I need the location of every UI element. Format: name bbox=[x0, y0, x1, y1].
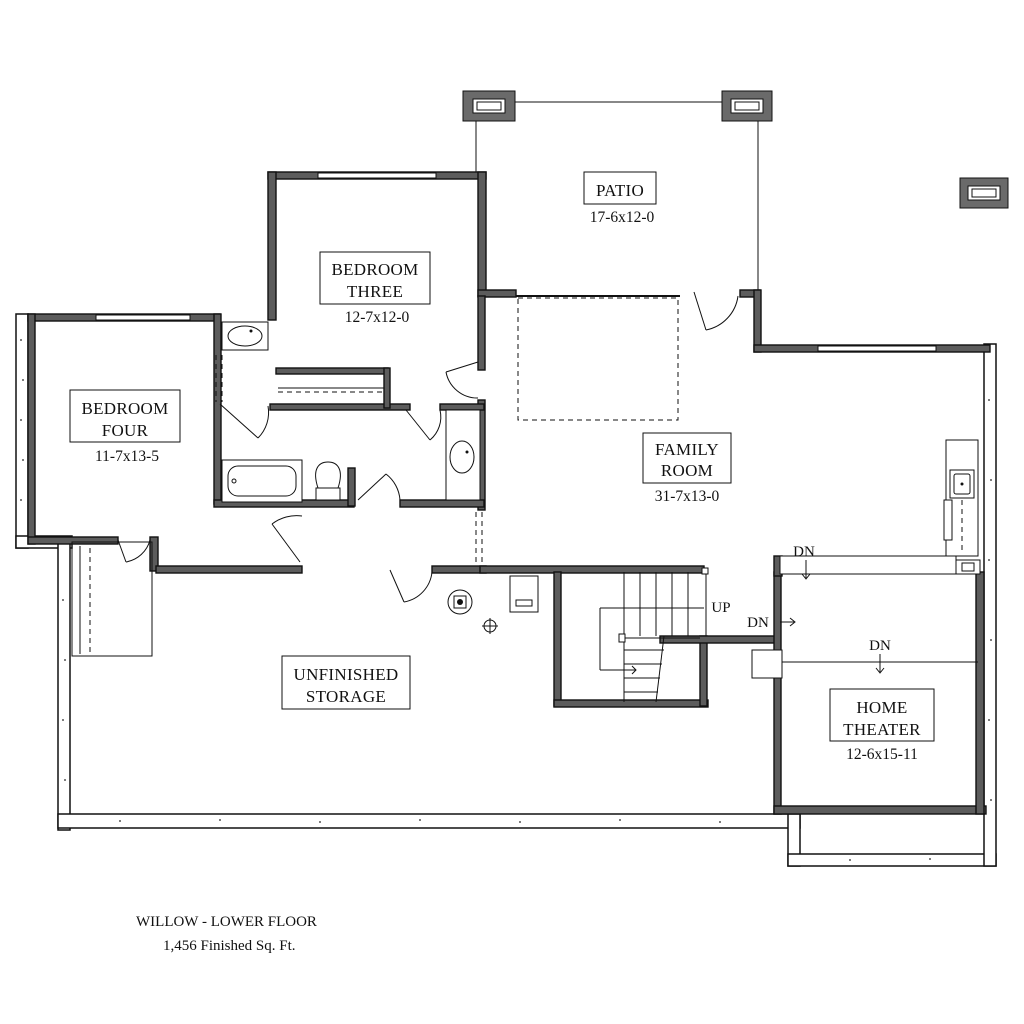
room-name: THEATER bbox=[843, 720, 921, 739]
column-pier bbox=[959, 177, 1009, 209]
room-dimensions: 17-6x12-0 bbox=[590, 209, 655, 226]
room-dimensions: 12-6x15-11 bbox=[846, 746, 918, 763]
windows bbox=[95, 172, 937, 352]
column-pier bbox=[721, 90, 773, 122]
foundation-walls bbox=[15, 313, 997, 867]
room-dimensions: 11-7x13-5 bbox=[95, 448, 159, 465]
openings bbox=[89, 355, 483, 652]
patio-outline bbox=[475, 101, 759, 421]
level-marks: UP DN DN DN bbox=[711, 544, 891, 654]
step-down-label: DN bbox=[793, 544, 815, 560]
room-label-boxes bbox=[69, 171, 935, 742]
room-unfinished-storage: UNFINISHED STORAGE bbox=[294, 665, 399, 706]
room-dimensions: 31-7x13-0 bbox=[655, 488, 720, 505]
theater-riser bbox=[751, 560, 978, 679]
plan-area: 1,456 Finished Sq. Ft. bbox=[163, 938, 296, 954]
stair-up-label: UP bbox=[711, 600, 730, 616]
column-pier bbox=[462, 90, 516, 122]
plan-title: WILLOW - LOWER FLOOR bbox=[136, 914, 317, 930]
room-bedroom-three: BEDROOM THREE 12-7x12-0 bbox=[331, 260, 418, 326]
room-name: BEDROOM bbox=[81, 399, 168, 418]
closet bbox=[71, 541, 153, 657]
room-name: THREE bbox=[347, 282, 403, 301]
room-patio: PATIO 17-6x12-0 bbox=[590, 181, 655, 226]
column-piers bbox=[462, 90, 1009, 209]
room-name: BEDROOM bbox=[331, 260, 418, 279]
room-name: UNFINISHED bbox=[294, 665, 399, 684]
kitchenette bbox=[779, 439, 981, 575]
step-down-label: DN bbox=[747, 615, 769, 631]
room-family-room: FAMILY ROOM 31-7x13-0 bbox=[655, 440, 720, 505]
mechanical bbox=[447, 575, 539, 634]
room-home-theater: HOME THEATER 12-6x15-11 bbox=[843, 698, 921, 763]
closet-shelf bbox=[278, 387, 384, 393]
room-name: ROOM bbox=[661, 461, 713, 480]
bath-fixtures bbox=[221, 321, 481, 503]
room-name: FAMILY bbox=[655, 440, 719, 459]
room-name: PATIO bbox=[596, 181, 644, 200]
room-name: STORAGE bbox=[306, 687, 386, 706]
stairs bbox=[599, 567, 709, 703]
room-bedroom-four: BEDROOM FOUR 11-7x13-5 bbox=[81, 399, 168, 465]
room-name: HOME bbox=[856, 698, 907, 717]
room-name: FOUR bbox=[102, 421, 149, 440]
room-dimensions: 12-7x12-0 bbox=[345, 309, 410, 326]
doors bbox=[117, 291, 739, 603]
step-down-label: DN bbox=[869, 638, 891, 654]
